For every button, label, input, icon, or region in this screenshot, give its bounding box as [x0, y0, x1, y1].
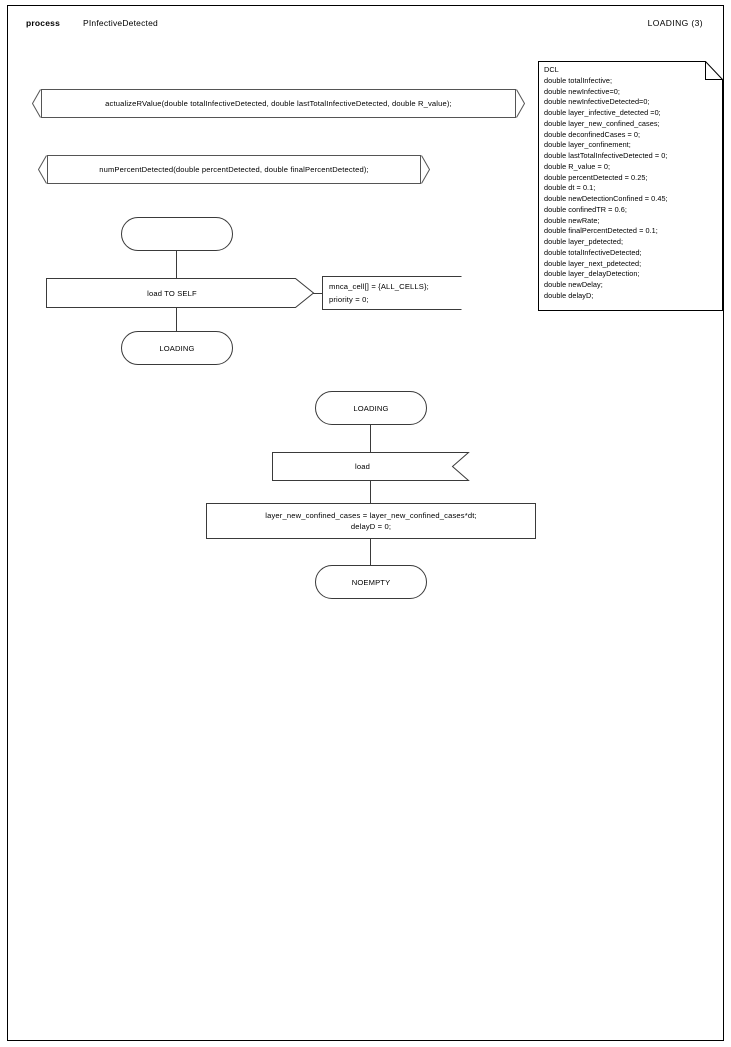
- procedure-declaration-numPercentDetected[interactable]: numPercentDetected(double percentDetecte…: [37, 155, 431, 184]
- connector-line: [370, 425, 371, 452]
- connector-line: [370, 481, 371, 503]
- state-symbol-start[interactable]: [121, 217, 233, 251]
- header-page-label: LOADING (3): [647, 18, 703, 28]
- procedure-declaration-actualizeRValue[interactable]: actualizeRValue(double totalInfectiveDet…: [31, 89, 526, 118]
- state-symbol-loading-entry[interactable]: LOADING: [315, 391, 427, 425]
- state-symbol-loading[interactable]: LOADING: [121, 331, 233, 365]
- connector-line: [176, 308, 177, 331]
- dcl-declaration-text: DCL double totalInfective; double newInf…: [544, 65, 668, 300]
- page-title: PInfectiveDetected: [83, 18, 158, 28]
- dcl-declaration-note[interactable]: DCL double totalInfective; double newInf…: [538, 61, 723, 311]
- page-border: [7, 5, 724, 1041]
- task-symbol[interactable]: layer_new_confined_cases = layer_new_con…: [206, 503, 536, 539]
- state-symbol-noempty[interactable]: NOEMPTY: [315, 565, 427, 599]
- input-symbol-load[interactable]: load: [272, 452, 470, 481]
- output-symbol-load-to-self[interactable]: load TO SELF: [46, 278, 315, 308]
- connector-line: [370, 539, 371, 565]
- connector-line: [176, 251, 177, 278]
- comment-leader-line: [313, 293, 323, 294]
- header-kind-label: process: [26, 18, 61, 28]
- comment-symbol[interactable]: mnca_cell[] = {ALL_CELLS}; priority = 0;: [322, 276, 462, 310]
